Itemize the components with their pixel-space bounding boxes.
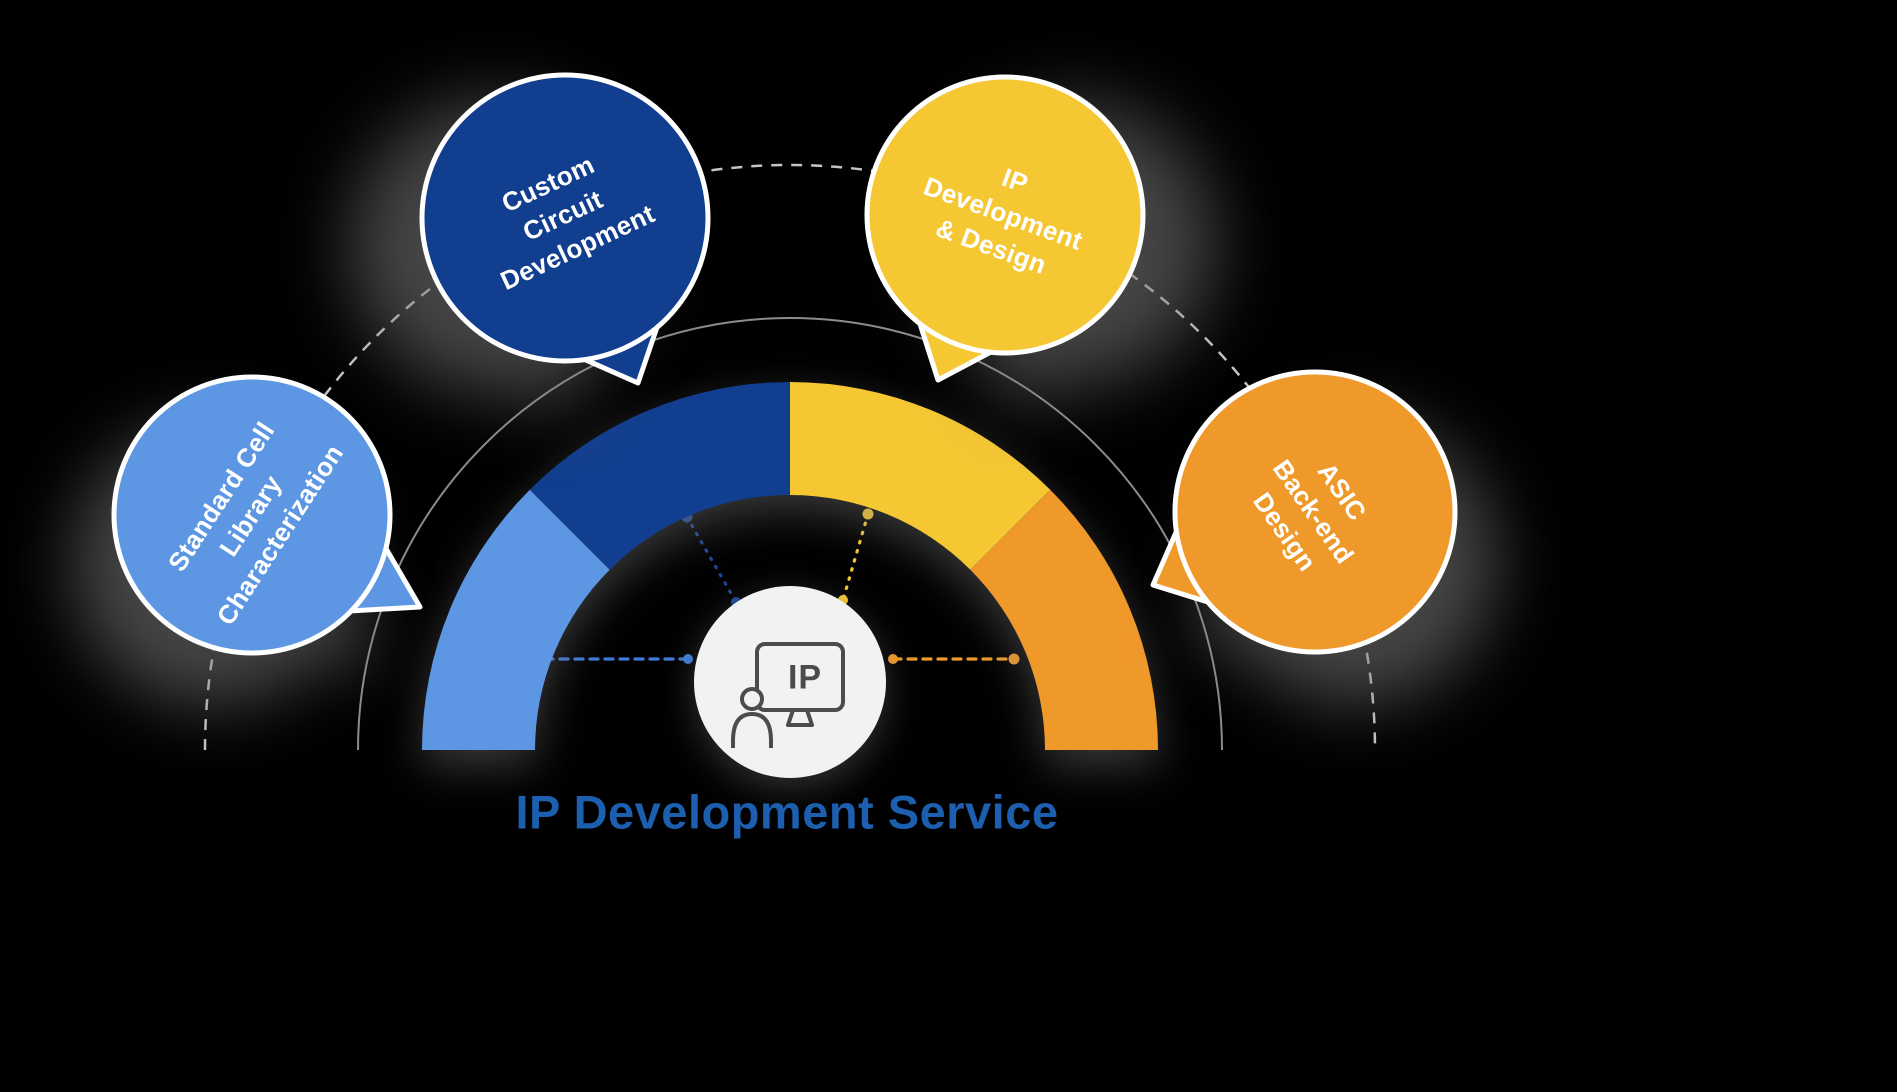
center-icon-label: IP — [787, 658, 823, 697]
segment-standard-cell — [422, 489, 610, 750]
connector-upper-left-line — [685, 515, 738, 604]
person-body-icon — [731, 712, 773, 748]
bubble-standard-cell-circle — [111, 374, 393, 656]
connector-upper-right-dot-outer — [862, 508, 874, 520]
segment-asic-backend — [970, 489, 1158, 750]
bubble-ip-development — [864, 74, 1146, 383]
bubble-standard-cell — [111, 374, 423, 656]
person-head-icon — [740, 687, 764, 711]
connector-right-dot-inner — [888, 654, 898, 664]
segment-ip-development — [790, 382, 1051, 570]
segment-custom-circuit — [529, 382, 790, 570]
ip-presenter-icon — [731, 642, 845, 748]
page-title: IP Development Service — [515, 785, 1059, 839]
connector-lines — [539, 508, 1020, 665]
bubble-asic-backend-circle — [1172, 369, 1458, 655]
connector-right-dot-outer — [1008, 653, 1020, 665]
connector-left-dot-inner — [683, 654, 693, 664]
connector-upper-right-line — [841, 512, 870, 602]
gauge-arc — [422, 382, 1158, 750]
center-hub — [694, 586, 886, 778]
bubble-custom-circuit — [419, 72, 711, 386]
bubble-asic-backend — [1150, 369, 1458, 655]
bubble-custom-circuit-circle — [419, 72, 711, 364]
monitor-stand-icon — [786, 709, 814, 727]
bubble-ip-development-circle — [864, 74, 1146, 356]
monitor-icon — [755, 642, 845, 712]
